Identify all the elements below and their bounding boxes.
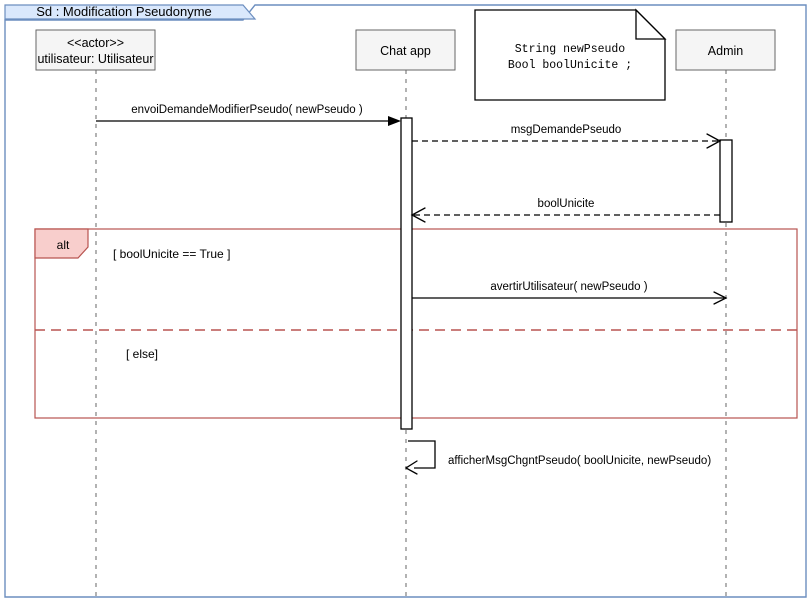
arrowhead-open-msgDemandePseudo (706, 133, 722, 149)
alt-fragment-frame (34, 228, 798, 419)
note-fold-corner (635, 8, 667, 40)
participant-label-chatapp: Chat app (380, 44, 431, 58)
message-label-boolUnicite: boolUnicite (538, 198, 595, 210)
diagram-title-tab (4, 4, 257, 20)
participant-label-admin: Admin (708, 44, 743, 58)
message-label-avertirUtilisateur: avertirUtilisateur( newPseudo ) (490, 281, 647, 293)
message-label-envoiDemandeModifierPseudo: envoiDemandeModifierPseudo( newPseudo ) (131, 104, 363, 116)
participant-box-chatapp[interactable] (355, 29, 456, 71)
message-line-afficherMsgChgntPseudo (408, 440, 436, 469)
participant-label-utilisateur: utilisateur: Utilisateur (37, 52, 153, 66)
participant-box-utilisateur[interactable] (35, 29, 156, 71)
diagram-title-label: Sd : Modification Pseudonyme (36, 4, 212, 19)
message-label-msgDemandePseudo: msgDemandePseudo (511, 124, 622, 136)
arrowhead-filled-envoiDemandeModifierPseudo (388, 116, 401, 126)
note-box (474, 9, 666, 101)
activation-bar-admin (719, 139, 733, 223)
alt-guard-1: [ boolUnicite == True ] (113, 247, 230, 261)
alt-operator-label: alt (57, 238, 70, 252)
note-line-2: Bool boolUnicite ; (508, 59, 632, 72)
arrowhead-open-boolUnicite (410, 207, 426, 223)
diagram-frame (4, 4, 807, 598)
activation-bar-chatapp (400, 117, 413, 430)
participant-box-admin[interactable] (675, 29, 776, 71)
message-label-afficherMsgChgntPseudo: afficherMsgChgntPseudo( boolUnicite, new… (448, 455, 711, 467)
arrowhead-open-afficherMsgChgntPseudo (404, 460, 418, 475)
alt-guard-2: [ else] (126, 347, 158, 361)
participant-stereotype-utilisateur: <<actor>> (67, 36, 124, 50)
note-line-1: String newPseudo (515, 43, 626, 56)
arrowhead-open-avertirUtilisateur (713, 291, 728, 305)
alt-fragment-tab (34, 228, 89, 259)
